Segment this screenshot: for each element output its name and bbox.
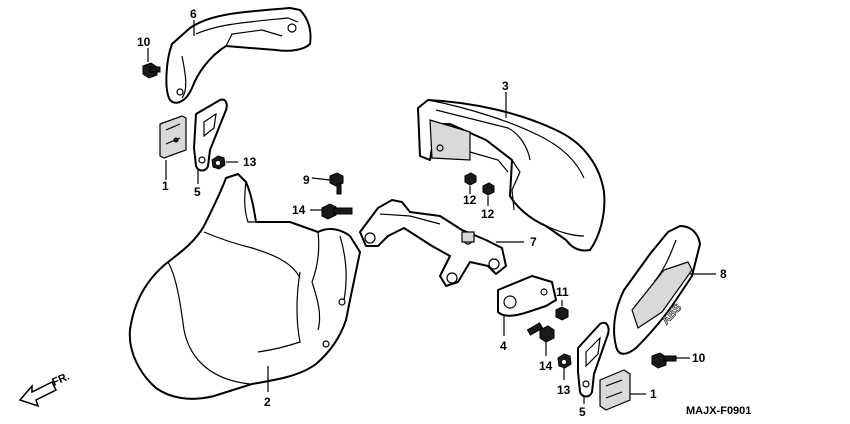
- callout-14-lower: 14: [539, 359, 553, 373]
- nut-13-lower: [557, 353, 572, 369]
- callout-8: 8: [720, 267, 727, 281]
- bolt-9: [329, 172, 344, 195]
- callout-6: 6: [190, 7, 197, 21]
- part-2-front-fender: [128, 173, 361, 400]
- callout-9: 9: [303, 173, 310, 187]
- part-1-clip-top: [159, 115, 187, 159]
- callout-12-right: 12: [481, 207, 495, 221]
- callout-5-lower: 5: [579, 405, 586, 419]
- callout-5-top: 5: [194, 185, 201, 199]
- callout-13-top: 13: [243, 155, 257, 169]
- part-5-bracket-lower: [577, 321, 610, 398]
- callout-11: 11: [556, 285, 569, 299]
- front-direction-indicator: FR.: [18, 371, 71, 408]
- callout-2: 2: [264, 395, 271, 409]
- callout-14-middle: 14: [292, 203, 306, 217]
- callout-12-left: 12: [463, 193, 477, 207]
- leader-lines: [147, 20, 716, 404]
- part-7-fender-stay: [359, 199, 507, 287]
- callout-4: 4: [500, 339, 507, 353]
- screw-12-right: [482, 182, 495, 196]
- bolt-10-top: [142, 62, 161, 79]
- callout-10-top: 10: [137, 35, 151, 49]
- bolt-11: [555, 306, 569, 321]
- bolt-10-lower: [651, 352, 677, 369]
- bolt-14-lower: [526, 322, 555, 343]
- nut-13-top: [211, 155, 226, 170]
- part-5-bracket-top: [193, 98, 228, 172]
- part-3-fender-section: [417, 99, 606, 252]
- callout-13-lower: 13: [557, 383, 571, 397]
- diagram-code: MAJX-F0901: [686, 405, 751, 417]
- callout-7: 7: [530, 235, 537, 249]
- callout-labels: 6 10 3 13 1 5 9 14 12 12 7 8 11 4 14 13 …: [137, 7, 727, 419]
- callout-1-lower: 1: [650, 387, 657, 401]
- part-8-side-cover: ABS: [613, 225, 701, 355]
- bolt-14-middle: [321, 203, 353, 220]
- callout-10-lower: 10: [692, 351, 706, 365]
- part-1-clip-lower: [599, 369, 631, 411]
- callout-3: 3: [502, 79, 509, 93]
- front-direction-arrow-icon: [18, 380, 58, 408]
- front-direction-label: FR.: [50, 371, 71, 389]
- callout-1-top: 1: [162, 179, 169, 193]
- part-6-upper-cover: [165, 7, 312, 104]
- part-4-plate: [497, 275, 557, 317]
- screw-12-left: [464, 172, 477, 186]
